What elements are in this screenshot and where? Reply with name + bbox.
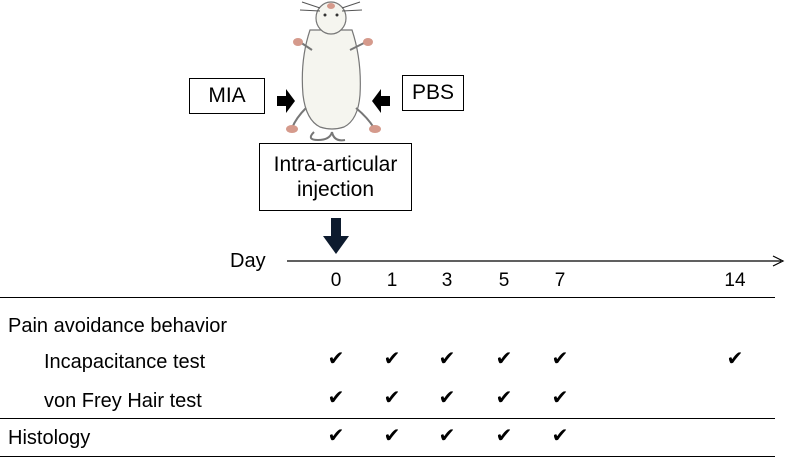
day-tick-7: 7 <box>554 270 566 291</box>
mia-arrow-icon <box>277 89 295 113</box>
mouse-illustration <box>286 1 381 142</box>
row-label-incapacitance: Incapacitance test <box>44 351 206 373</box>
table-mid-rule <box>0 418 775 419</box>
down-arrow-icon <box>323 218 349 254</box>
pbs-label: PBS <box>411 81 455 105</box>
day-tick-5: 5 <box>498 270 510 291</box>
injection-label: Intra-articular injection <box>273 152 398 201</box>
check-mark-icon: ✔ <box>438 346 456 370</box>
check-mark-icon: ✔ <box>327 385 345 409</box>
day-tick-3: 3 <box>441 270 453 291</box>
day-tick-14: 14 <box>724 270 746 291</box>
row-label-von-frey: von Frey Hair test <box>44 390 202 412</box>
check-mark-icon: ✔ <box>551 385 569 409</box>
check-mark-icon: ✔ <box>327 346 345 370</box>
pbs-label-box: PBS <box>402 75 464 111</box>
injection-box: Intra-articular injection <box>259 143 412 211</box>
check-mark-icon: ✔ <box>495 346 513 370</box>
mia-label-box: MIA <box>189 78 265 114</box>
timeline-axis <box>287 255 785 267</box>
check-mark-icon: ✔ <box>383 423 401 447</box>
day-tick-1: 1 <box>386 270 398 291</box>
check-mark-icon: ✔ <box>383 346 401 370</box>
check-mark-icon: ✔ <box>383 385 401 409</box>
check-mark-icon: ✔ <box>438 385 456 409</box>
check-mark-icon: ✔ <box>495 385 513 409</box>
day-axis-label: Day <box>230 250 266 272</box>
check-mark-icon: ✔ <box>327 423 345 447</box>
pbs-arrow-icon <box>372 89 390 113</box>
check-mark-icon: ✔ <box>438 423 456 447</box>
table-top-rule <box>0 297 775 298</box>
day-tick-0: 0 <box>330 270 342 291</box>
check-mark-icon: ✔ <box>551 346 569 370</box>
section-pain-avoidance: Pain avoidance behavior <box>8 315 228 337</box>
row-label-histology: Histology <box>8 427 91 449</box>
check-mark-icon: ✔ <box>551 423 569 447</box>
check-mark-icon: ✔ <box>726 346 744 370</box>
mia-label: MIA <box>208 84 246 108</box>
check-mark-icon: ✔ <box>495 423 513 447</box>
